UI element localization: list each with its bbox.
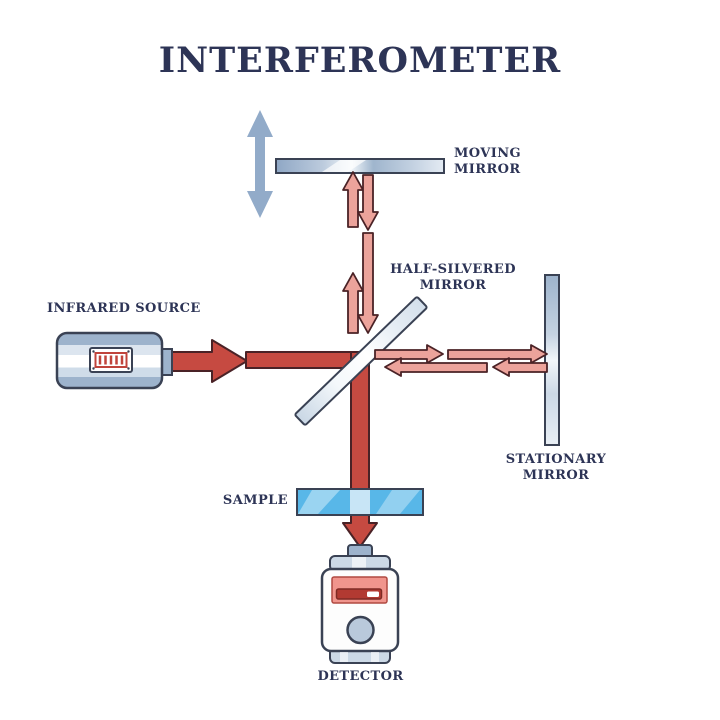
stationary-mirror-label-line1: STATIONARY xyxy=(505,452,607,467)
left-beam-arrow xyxy=(384,357,488,377)
infrared-source-label: INFRARED SOURCE xyxy=(47,301,201,316)
sample xyxy=(296,488,424,516)
detector-level-bar-segment xyxy=(367,591,379,597)
moving-mirror-glare xyxy=(322,160,366,172)
detector-label: DETECTOR xyxy=(317,669,404,684)
stationary-mirror-bar xyxy=(544,274,560,446)
detector-bottom-cap-glare xyxy=(371,652,379,662)
source-panel-screws xyxy=(92,350,130,370)
stationary-mirror-label-line2: MIRROR xyxy=(522,468,590,483)
detector-top-cap-glare xyxy=(352,557,366,570)
detector-bottom-cap-glare xyxy=(340,652,348,662)
sample-beam-band xyxy=(350,490,370,514)
up-beam-arrow xyxy=(342,171,364,228)
half-silvered-mirror xyxy=(294,296,428,426)
half-silvered-mirror-label: HALF-SILVERED MIRROR xyxy=(386,262,520,294)
down-beam-arrow xyxy=(357,232,379,334)
sample-glare xyxy=(298,490,340,514)
moving-mirror-bar xyxy=(275,158,445,174)
moving-mirror-label-line1: MOVING xyxy=(454,146,522,161)
infrared-source-device xyxy=(55,331,173,390)
left-beam-arrow xyxy=(492,357,548,377)
split-beam-arrows xyxy=(342,171,548,377)
half-silvered-label-line2: MIRROR xyxy=(419,278,487,293)
half-silvered-mirror-bar xyxy=(294,296,428,426)
sample-label: SAMPLE xyxy=(222,493,288,508)
right-beam-arrow xyxy=(374,344,444,364)
page-title: INTERFEROMETER xyxy=(158,40,562,81)
up-beam-arrow xyxy=(342,272,364,334)
sample-glare xyxy=(376,490,420,514)
half-silvered-label-line1: HALF-SILVERED xyxy=(390,262,516,277)
source-filament-stripes xyxy=(98,355,124,365)
source-beam-arrow xyxy=(171,339,248,383)
detector-device xyxy=(320,544,400,664)
moving-mirror-label-line2: MIRROR xyxy=(454,162,521,177)
moving-mirror xyxy=(275,158,445,174)
mirror-motion-arrow-icon xyxy=(247,110,273,218)
down-beam-arrow xyxy=(357,174,379,231)
stationary-mirror-label: STATIONARY MIRROR xyxy=(496,452,616,484)
right-beam-arrow xyxy=(447,344,548,364)
moving-mirror-label: MOVING MIRROR xyxy=(454,146,521,178)
detector-dial xyxy=(346,615,375,645)
